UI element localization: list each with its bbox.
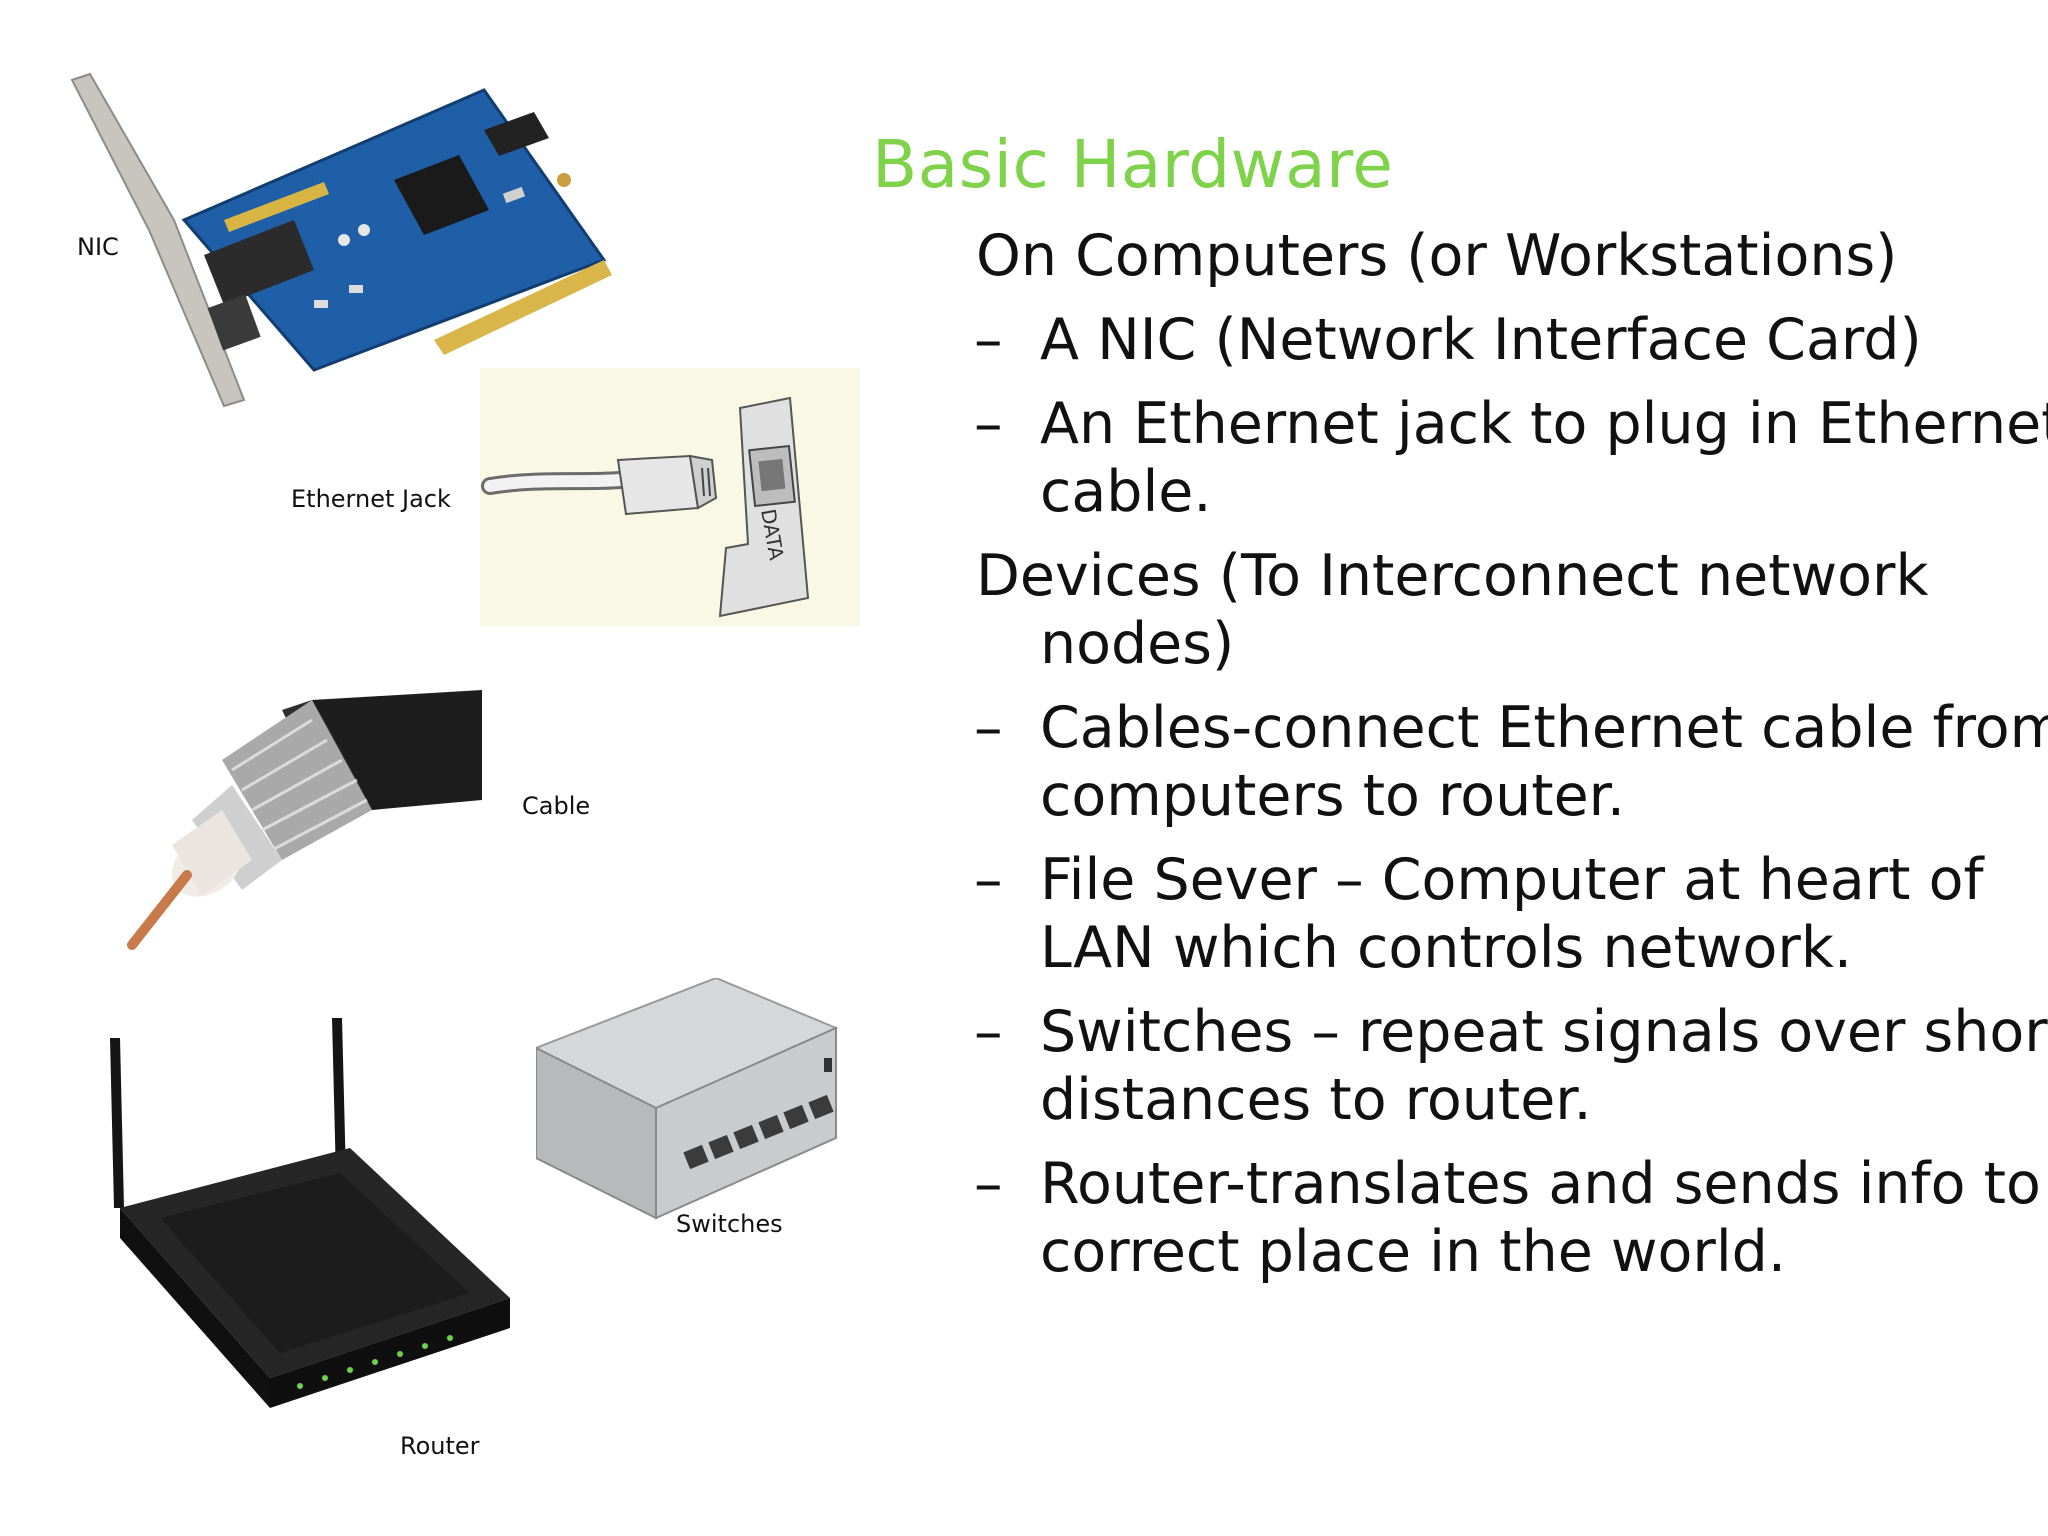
switches-caption: Switches [676, 1210, 783, 1238]
bullet-ethernet-jack: An Ethernet jack to plug in Ethernet [1040, 391, 2048, 457]
bullet-switches: Switches – repeat signals over short [1040, 999, 2048, 1065]
bullet-switches-cont: distances to router. [1040, 1067, 1592, 1133]
ethernet-jack-image: DATA [480, 368, 860, 626]
bullet-dash: – [974, 695, 1003, 761]
heading-devices: Devices (To Interconnect network [976, 543, 1929, 609]
bullet-file-server-cont: LAN which controls network. [1040, 915, 1852, 981]
bullet-router-cont: correct place in the world. [1040, 1219, 1786, 1285]
cable-caption: Cable [522, 792, 591, 820]
bullet-ethernet-jack-cont: cable. [1040, 459, 1212, 525]
nic-caption: NIC [77, 233, 119, 261]
heading-devices-cont: nodes) [1040, 611, 1235, 677]
bullet-dash: – [974, 307, 1003, 373]
bullet-dash: – [974, 999, 1003, 1065]
network-card-image [70, 72, 612, 408]
bullet-dash: – [974, 847, 1003, 913]
ethernet-jack-caption: Ethernet Jack [291, 485, 451, 513]
bullet-dash: – [974, 391, 1003, 457]
network-switch-image [536, 978, 839, 1220]
coaxial-cable-image [127, 690, 482, 950]
bullet-cables-cont: computers to router. [1040, 763, 1625, 829]
heading-computers: On Computers (or Workstations) [976, 223, 1898, 289]
router-caption: Router [400, 1432, 480, 1460]
bullet-router: Router-translates and sends info to [1040, 1151, 2041, 1217]
bullet-dash: – [974, 1151, 1003, 1217]
wireless-router-image [110, 1018, 510, 1408]
slide-title: Basic Hardware [872, 126, 1394, 203]
bullet-file-server: File Sever – Computer at heart of [1040, 847, 1984, 913]
bullet-nic: A NIC (Network Interface Card) [1040, 307, 1922, 373]
bullet-cables: Cables-connect Ethernet cable from [1040, 695, 2048, 761]
